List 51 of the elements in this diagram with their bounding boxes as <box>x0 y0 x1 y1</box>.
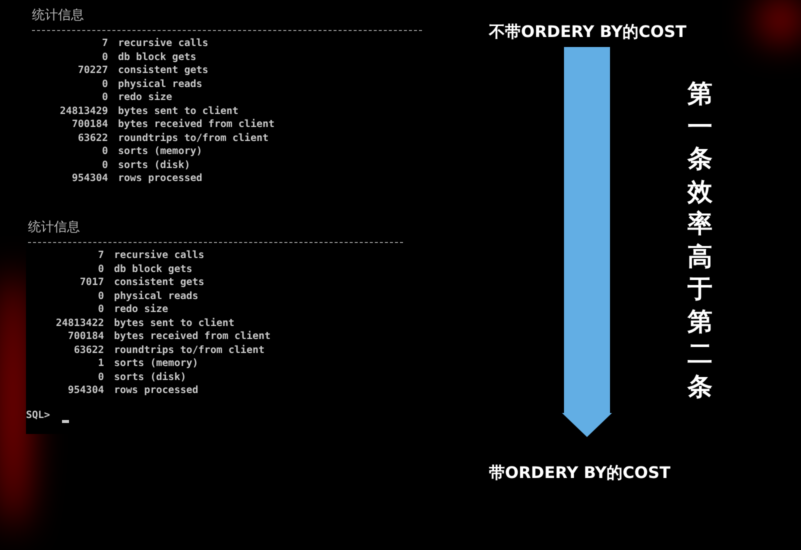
statistic-name: db block gets <box>118 52 196 62</box>
statistic-value: 7 <box>96 250 104 261</box>
statistic-value: 63622 <box>76 132 108 144</box>
section-heading: 统计信息 <box>32 7 84 24</box>
statistic-name: sorts (disk) <box>114 372 186 382</box>
statistic-name: db block gets <box>114 264 192 274</box>
statistic-name: rows processed <box>118 173 202 184</box>
statistic-value: 7017 <box>78 277 104 288</box>
statistic-name: sorts (disk) <box>118 160 190 170</box>
statistic-name: bytes sent to client <box>118 106 238 116</box>
caption-text: 带ORDERY BY的COST <box>489 463 670 484</box>
statistic-value: 954304 <box>66 385 104 396</box>
statistic-name: bytes sent to client <box>114 318 234 328</box>
statistic-name: redo size <box>114 304 168 315</box>
statistic-value: 63622 <box>72 344 104 356</box>
statistic-name: physical reads <box>118 78 202 90</box>
statistic-name: consistent gets <box>118 65 208 76</box>
statistic-name: bytes received from client <box>118 119 275 130</box>
statistic-value: 1 <box>96 358 104 369</box>
statistic-value: 954304 <box>70 173 108 184</box>
statistic-name: roundtrips to/from client <box>114 344 265 356</box>
statistic-value: 0 <box>100 92 108 103</box>
statistic-value: 24813422 <box>54 318 104 328</box>
statistic-name: sorts (memory) <box>118 146 202 157</box>
statistic-value: 0 <box>96 290 104 302</box>
statistic-value: 700184 <box>70 119 108 130</box>
statistic-value: 0 <box>100 52 108 62</box>
statistic-value: 24813429 <box>58 106 108 116</box>
arrow <box>562 47 612 437</box>
statistic-value: 0 <box>100 78 108 90</box>
statistic-name: recursive calls <box>118 38 208 49</box>
statistic-value: 0 <box>96 372 104 382</box>
statistic-name: redo size <box>118 92 172 103</box>
statistic-name: rows processed <box>114 385 198 396</box>
statistic-name: roundtrips to/from client <box>118 132 269 144</box>
statistic-name: recursive calls <box>114 250 204 261</box>
annotation-text: 第一条效率高于第二条 <box>686 78 714 402</box>
statistic-name: bytes received from client <box>114 331 271 342</box>
caption-text: 不带ORDERY BY的COST <box>489 22 686 43</box>
section-heading: 统计信息 <box>28 219 80 236</box>
statistic-value: 0 <box>96 304 104 315</box>
statistic-name: sorts (memory) <box>114 358 198 369</box>
statistic-name: physical reads <box>114 290 198 302</box>
statistic-value: 0 <box>96 264 104 274</box>
statistic-value: 0 <box>100 146 108 157</box>
statistic-value: 7 <box>100 38 108 49</box>
statistic-value: 70227 <box>76 65 108 76</box>
statistic-name: consistent gets <box>114 277 204 288</box>
statistic-value: 700184 <box>66 331 104 342</box>
command-prompt: SQL> <box>26 410 50 421</box>
statistic-value: 0 <box>100 160 108 170</box>
